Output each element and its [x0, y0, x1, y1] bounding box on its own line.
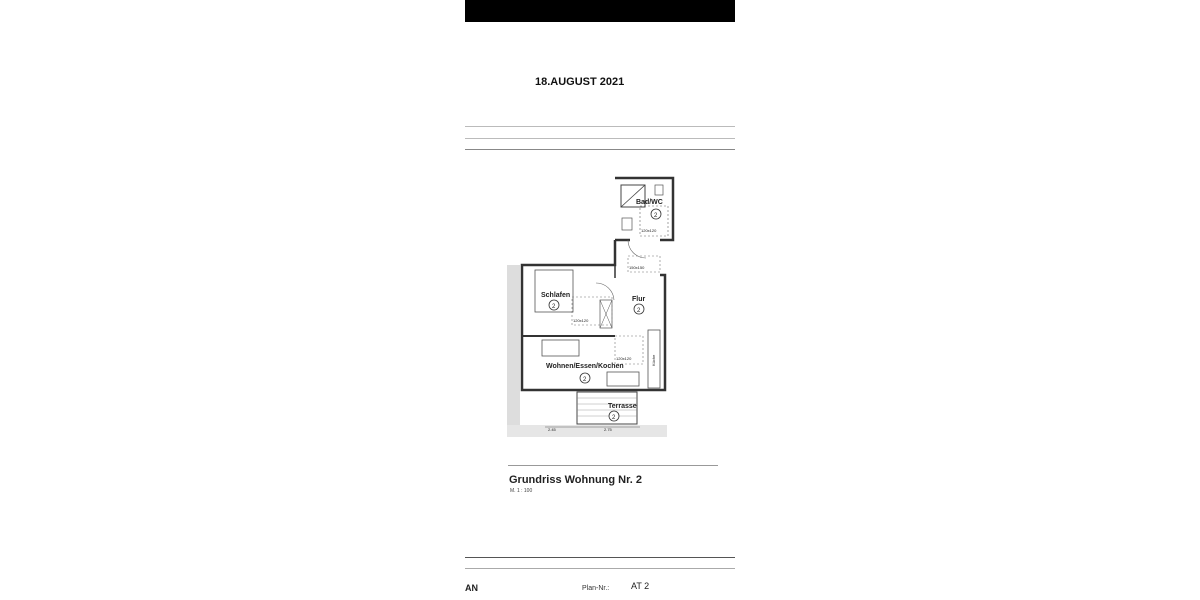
dimension-label: 2.75 [604, 427, 613, 432]
clearance-label: 120x120 [616, 356, 632, 361]
plan-scale: M. 1 : 100 [510, 488, 533, 494]
terrace [576, 391, 638, 425]
exterior-wall-hatch [507, 265, 520, 437]
kitchen-label: Küche [651, 354, 656, 366]
sink [621, 217, 633, 231]
room-number: 2 [552, 304, 556, 310]
shower [620, 184, 646, 208]
room-label-wohnen: Wohnen/Essen/Kochen [546, 363, 624, 370]
toilet [654, 184, 664, 196]
document-date: 18.AUGUST 2021 [535, 76, 625, 88]
plan-title: Grundriss Wohnung Nr. 2 [509, 474, 643, 486]
divider [465, 568, 735, 569]
room-number: 2 [637, 308, 641, 314]
bed [534, 269, 574, 313]
clearance-label: 120x120 [641, 228, 657, 233]
dimension-label: 2.45 [548, 427, 557, 432]
room-label-bad-wc: Bad/WC [636, 199, 663, 206]
room-label-flur: Flur [632, 296, 645, 303]
kitchen-counter [647, 329, 661, 389]
room-label-schlafen: Schlafen [541, 292, 570, 299]
plan-number: AT 2 [631, 581, 650, 591]
top-black-bar [465, 0, 735, 22]
room-number: 2 [583, 377, 587, 383]
bath-walls [615, 176, 675, 242]
divider [465, 557, 735, 558]
sofa [541, 339, 580, 357]
dining-table [606, 371, 640, 387]
divider [465, 138, 735, 139]
divider [465, 149, 735, 150]
clearance-label: 120x120 [573, 318, 589, 323]
divider [508, 465, 718, 466]
plan-number-label: Plan-Nr.: [582, 585, 610, 592]
room-number: 2 [612, 415, 616, 421]
divider [465, 126, 735, 127]
ground-hatch [507, 425, 667, 437]
footer-left-fragment: AN [465, 583, 478, 593]
room-number: 2 [654, 213, 658, 219]
clearance-label: 150x150 [629, 265, 645, 270]
room-label-terrasse: Terrasse [608, 403, 637, 410]
